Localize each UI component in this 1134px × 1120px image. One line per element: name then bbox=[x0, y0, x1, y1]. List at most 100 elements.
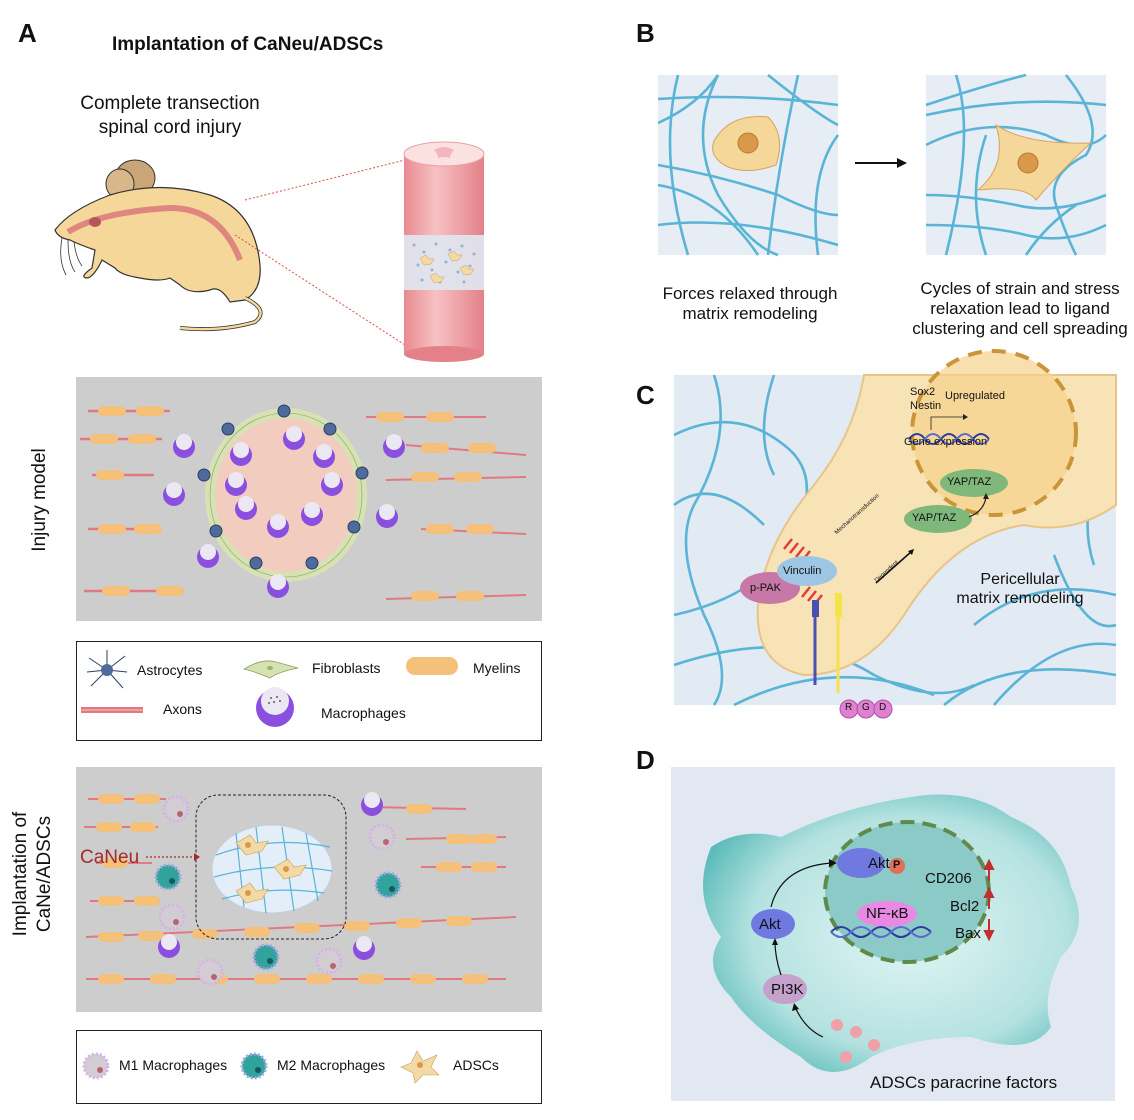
yap-taz-cytoplasm bbox=[904, 505, 972, 533]
panel-d-label: D bbox=[636, 745, 655, 775]
injury-subtitle: Complete transection spinal cord injury bbox=[40, 92, 300, 140]
pericellular-label: Pericellular matrix remodeling bbox=[930, 570, 1110, 608]
vinculin-label: Vinculin bbox=[783, 565, 822, 577]
rat-whiskers bbox=[60, 237, 83, 276]
phospho-marker bbox=[889, 858, 905, 874]
yap-taz-nucleus bbox=[940, 469, 1008, 497]
nfkb-protein bbox=[857, 901, 917, 927]
pericellular-line-2: matrix remodeling bbox=[956, 590, 1084, 607]
integrin-blue bbox=[812, 600, 819, 617]
implant-region-box bbox=[195, 794, 347, 940]
rgd-r-label: R bbox=[845, 702, 853, 713]
myelins-right bbox=[376, 412, 496, 601]
cell-nucleus-spread bbox=[1017, 152, 1039, 174]
dna-helix-c bbox=[908, 433, 990, 445]
astrocyte-legend-icon bbox=[86, 650, 128, 689]
caption-after: Cycles of strain and stress relaxation l… bbox=[900, 279, 1134, 339]
legend-injury: Astrocytes Fibroblasts Myelins Axons Mac… bbox=[76, 641, 542, 741]
adsc-legend-icon bbox=[400, 1050, 440, 1084]
paracrine-label: ADSCs paracrine factors bbox=[870, 1073, 1058, 1092]
implant-label-line-1: Implantation of bbox=[10, 811, 31, 937]
transcription-arrow bbox=[930, 416, 964, 430]
macrophages-injury bbox=[163, 426, 405, 598]
spinal-cord-cylinder bbox=[403, 141, 485, 362]
panel-c-label: C bbox=[636, 380, 655, 410]
cd206-label: CD206 bbox=[925, 870, 972, 887]
scaffold-cells bbox=[419, 250, 475, 284]
pi3k-label: PI3K bbox=[771, 981, 804, 998]
caption-before-line-1: Forces relaxed through bbox=[662, 284, 838, 303]
scaffold-segment bbox=[404, 235, 484, 290]
akt-nuclear bbox=[837, 848, 885, 878]
panel-b-label: B bbox=[636, 18, 655, 48]
legend-astrocytes: Astrocytes bbox=[137, 662, 203, 678]
macrophage-signaling-diagram bbox=[671, 767, 1115, 1101]
panel-a-title: Implantation of CaNeu/ADSCs bbox=[112, 34, 384, 55]
nfkb-label: NF-κB bbox=[866, 905, 909, 922]
bax-label: Bax bbox=[955, 925, 981, 942]
legend-m1-macrophages: M1 Macrophages bbox=[119, 1057, 228, 1073]
mechanotransduction-diagram bbox=[673, 349, 1118, 719]
akt-nuclear-label: Akt bbox=[868, 855, 890, 872]
caption-after-line-3: clustering and cell spreading bbox=[912, 319, 1128, 338]
legend-myelins: Myelins bbox=[473, 660, 521, 676]
yap-taz-cytoplasm-label: YAP/TAZ bbox=[912, 512, 957, 524]
legend-fibroblasts: Fibroblasts bbox=[312, 660, 381, 676]
regulation-arrows bbox=[983, 858, 995, 942]
myelins-left bbox=[90, 406, 184, 596]
astrocytes bbox=[197, 404, 369, 570]
pericellular-line-1: Pericellular bbox=[980, 571, 1060, 588]
rgd-g-label: G bbox=[862, 702, 870, 713]
axon-legend-icon bbox=[81, 707, 143, 713]
sox2-label: Sox2 bbox=[910, 386, 936, 398]
scaffold-particles bbox=[412, 242, 476, 284]
adscs-in-scaffold bbox=[235, 834, 307, 904]
implant-label-line-2: CaNe/ADSCs bbox=[34, 815, 55, 933]
nestin-label: Nestin bbox=[910, 400, 942, 412]
injury-model-panel bbox=[76, 377, 542, 621]
macrophages-implant bbox=[158, 792, 383, 960]
yap-taz-nucleus-label: YAP/TAZ bbox=[947, 476, 992, 488]
implantation-row-label: Implantation of CaNe/ADSCs bbox=[9, 789, 57, 959]
rat-eye bbox=[89, 217, 101, 227]
mechano-arrow bbox=[875, 550, 913, 584]
caneu-label: CaNeu bbox=[80, 847, 140, 868]
bcl2-label: Bcl2 bbox=[950, 898, 980, 915]
rgd-ligand bbox=[839, 699, 893, 719]
legend-axons: Axons bbox=[163, 701, 202, 717]
legend-implantation: M1 Macrophages M2 Macrophages ADSCs bbox=[76, 1030, 542, 1104]
dna-helix-d bbox=[830, 926, 932, 938]
macrophage-legend-icon bbox=[256, 687, 294, 727]
rat-illustration bbox=[54, 159, 263, 332]
paracrine-factors bbox=[831, 1019, 880, 1063]
myelin-legend-icon bbox=[406, 657, 458, 675]
caption-before: Forces relaxed through matrix remodeling bbox=[640, 284, 860, 324]
subtitle-line-1: Complete transection bbox=[80, 93, 260, 114]
m2-macrophage-legend-icon bbox=[240, 1052, 268, 1080]
legend-m2-macrophages: M2 Macrophages bbox=[277, 1057, 386, 1073]
ppak-label: p-PAK bbox=[750, 582, 781, 594]
pi3k-protein bbox=[763, 974, 807, 1004]
injury-model-label: Injury model bbox=[29, 448, 50, 552]
m1-macrophage-legend-icon bbox=[82, 1052, 110, 1080]
upregulated-label: Upregulated bbox=[945, 390, 1005, 402]
akt-cytoplasm-label: Akt bbox=[759, 916, 781, 933]
panel-a-label: A bbox=[18, 18, 37, 48]
phospho-label: P bbox=[893, 859, 901, 871]
vinculin-protein bbox=[777, 556, 837, 586]
akt-cytoplasm bbox=[751, 909, 795, 939]
rgd-d-label: D bbox=[879, 702, 887, 713]
caption-before-line-2: matrix remodeling bbox=[682, 304, 818, 323]
matrix-after bbox=[925, 73, 1107, 256]
transition-arrow bbox=[855, 158, 907, 168]
fibroblast-legend-icon bbox=[242, 660, 299, 679]
legend-adscs: ADSCs bbox=[453, 1057, 499, 1073]
subtitle-line-2: spinal cord injury bbox=[98, 117, 242, 138]
cell-nucleus bbox=[737, 132, 759, 154]
matrix-before bbox=[657, 73, 840, 257]
legend-macrophages: Macrophages bbox=[321, 705, 406, 721]
integrin-yellow bbox=[835, 593, 842, 617]
caption-after-line-1: Cycles of strain and stress bbox=[920, 279, 1120, 298]
caption-after-line-2: relaxation lead to ligand bbox=[930, 299, 1110, 318]
